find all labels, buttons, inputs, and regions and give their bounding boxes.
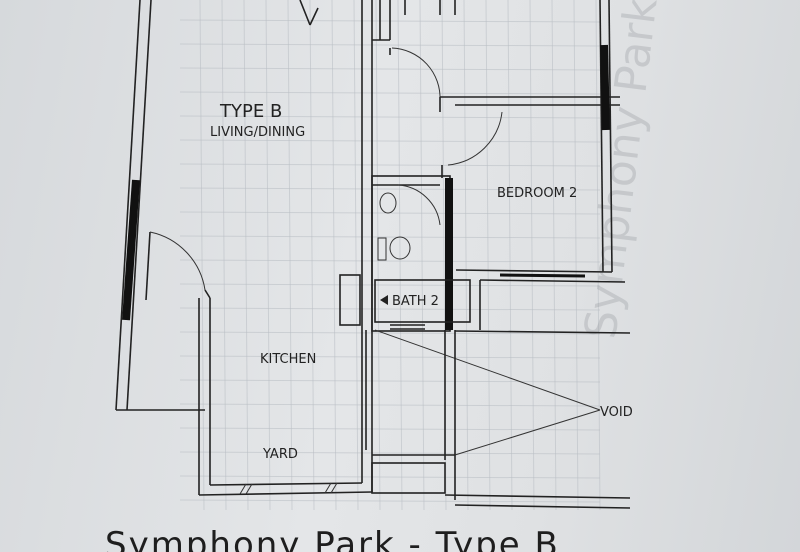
grid-line (179, 259, 601, 263)
grid-line (179, 139, 601, 143)
bath-block (339, 175, 471, 332)
kitchen-label: KITCHEN (260, 352, 316, 367)
grid-line (179, 475, 601, 479)
grid-line (265, 0, 271, 511)
void-area (365, 329, 631, 509)
grid-line (419, 0, 425, 511)
grid-line (463, 0, 469, 511)
grid-line (287, 0, 293, 511)
grid-line (179, 331, 601, 335)
kitchen-door (145, 231, 206, 301)
bath-label: BATH 2 (392, 294, 439, 309)
grid-line (529, 0, 535, 511)
unit-type-label: TYPE B (219, 101, 282, 122)
grid-line (507, 0, 513, 511)
grid-line (179, 91, 601, 95)
grid-line (179, 283, 601, 287)
grid-line (595, 0, 601, 511)
grid-line (221, 0, 227, 511)
bedroom-label: BEDROOM 2 (497, 186, 577, 201)
grid-line (179, 307, 601, 311)
grid-line (199, 0, 205, 511)
grid-line (353, 0, 359, 511)
grid-line (179, 235, 601, 239)
kitchen-walls (198, 289, 373, 496)
bedroom-walls (439, 0, 626, 330)
bleed-through-grid (179, 0, 601, 511)
plan-caption: Symphony Park - Type B (105, 525, 560, 552)
grid-line (551, 0, 557, 511)
living-dining-label: LIVING/DINING (210, 125, 305, 140)
grid-line (179, 379, 601, 383)
grid-line (309, 0, 315, 511)
grid-line (179, 403, 601, 407)
grid-line (243, 0, 249, 511)
sink-icon (379, 192, 397, 214)
grid-line (179, 451, 601, 455)
grid-line (179, 115, 601, 119)
grid-line (179, 163, 601, 167)
grid-line (485, 0, 491, 511)
grid-line (179, 43, 601, 47)
grid-line (397, 0, 403, 511)
toilet-icon (389, 236, 411, 260)
void-label: VOID (600, 405, 633, 420)
grid-line (179, 499, 601, 503)
grid-line (331, 0, 337, 511)
grid-line (573, 0, 579, 511)
yard-label: YARD (262, 447, 298, 462)
grid-line (179, 355, 601, 359)
grid-line (179, 427, 601, 431)
grid-line (179, 187, 601, 191)
watermark-text: Symphony Park (575, 0, 667, 341)
outer-wall-left (115, 0, 205, 411)
grid-line (179, 67, 601, 71)
